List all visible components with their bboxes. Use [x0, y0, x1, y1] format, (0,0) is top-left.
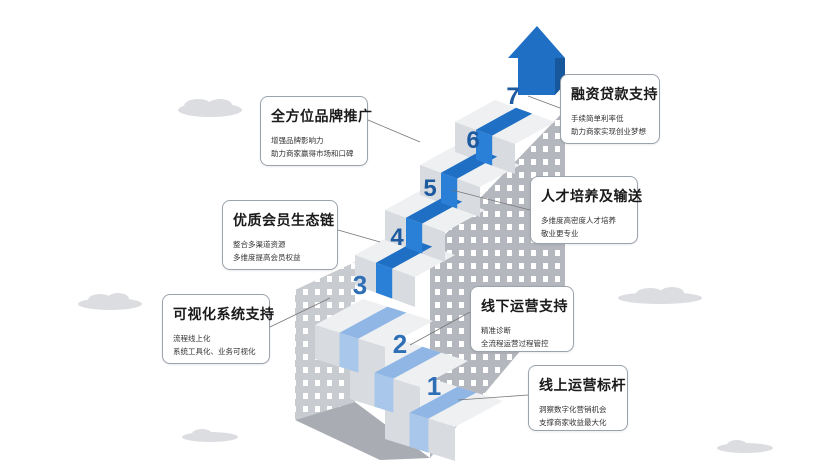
card-title: 全方位品牌推广: [271, 109, 373, 125]
card-line: 系统工具化、业务可视化: [173, 347, 256, 356]
blue-stripe-tread: [476, 107, 533, 136]
card-line: 多维度提高会员权益: [233, 253, 301, 262]
card-title: 人才培养及输送: [541, 189, 643, 205]
blue-stripe-tread: [409, 386, 477, 419]
step-number: 6: [466, 127, 479, 154]
card-title: 线上运营标杆: [539, 378, 626, 394]
blue-stripe-tread: [374, 346, 442, 379]
blue-stripe-riser: [406, 217, 423, 254]
step-number: 5: [423, 175, 436, 202]
blue-stripe-riser: [476, 129, 493, 166]
card-line: 流程线上化: [173, 334, 211, 343]
card-line: 整合多渠道资源: [233, 240, 286, 249]
card-title: 融资贷款支持: [571, 87, 658, 103]
card-line: 助力商家实现创业梦想: [571, 127, 646, 136]
cloud-icon: [182, 429, 238, 442]
step-number: 3: [353, 270, 367, 300]
blue-stripe-riser: [374, 372, 394, 413]
card-step7: 融资贷款支持 手续简单利率低 助力商家实现创业梦想: [560, 74, 660, 144]
card-line: 精准诊断: [481, 326, 511, 335]
card-title: 可视化系统支持: [173, 307, 275, 323]
card-line: 多维度高密度人才培养: [541, 216, 616, 225]
cloud-icon: [78, 293, 142, 310]
card-step4: 优质会员生态链 整合多渠道资源 多维度提高会员权益: [222, 200, 338, 270]
step-number: 2: [393, 329, 407, 359]
card-title: 线下运营支持: [481, 299, 568, 315]
cloud-icon: [717, 440, 773, 453]
card-line: 手续简单利率低: [571, 114, 624, 123]
card-step1: 线上运营标杆 洞察数字化营销机会 支撑商家收益最大化: [528, 365, 628, 431]
blue-stripe-riser: [441, 172, 458, 209]
base-block-front: [295, 402, 430, 460]
blue-stripe-riser: [376, 262, 393, 299]
card-line: 全流程运营过程管控: [481, 339, 549, 348]
step-number: 7: [506, 83, 519, 110]
blue-stair-path: [339, 107, 533, 453]
card-line: 增强品牌影响力: [271, 136, 324, 145]
cloud-icon: [618, 287, 702, 304]
card-step6: 全方位品牌推广 增强品牌影响力 助力商家赢得市场和口碑: [260, 96, 373, 166]
cloud-icon: [178, 99, 242, 117]
step-number: 4: [390, 224, 404, 251]
blue-stripe-tread: [339, 306, 407, 339]
blue-stripe-riser: [339, 332, 359, 373]
card-line: 敬业更专业: [541, 229, 579, 238]
card-line: 支撑商家收益最大化: [539, 418, 607, 427]
card-line: 洞察数字化营销机会: [539, 405, 607, 414]
step-number: 1: [427, 371, 441, 401]
card-step3: 可视化系统支持 流程线上化 系统工具化、业务可视化: [162, 294, 275, 364]
card-title: 优质会员生态链: [233, 213, 335, 229]
card-step2: 线下运营支持 精准诊断 全流程运营过程管控: [470, 286, 574, 352]
card-step5: 人才培养及输送 多维度高密度人才培养 敬业更专业: [530, 176, 643, 244]
card-line: 助力商家赢得市场和口碑: [271, 149, 354, 158]
connector-lines: [269, 95, 561, 401]
blue-stripe-riser: [409, 412, 429, 453]
